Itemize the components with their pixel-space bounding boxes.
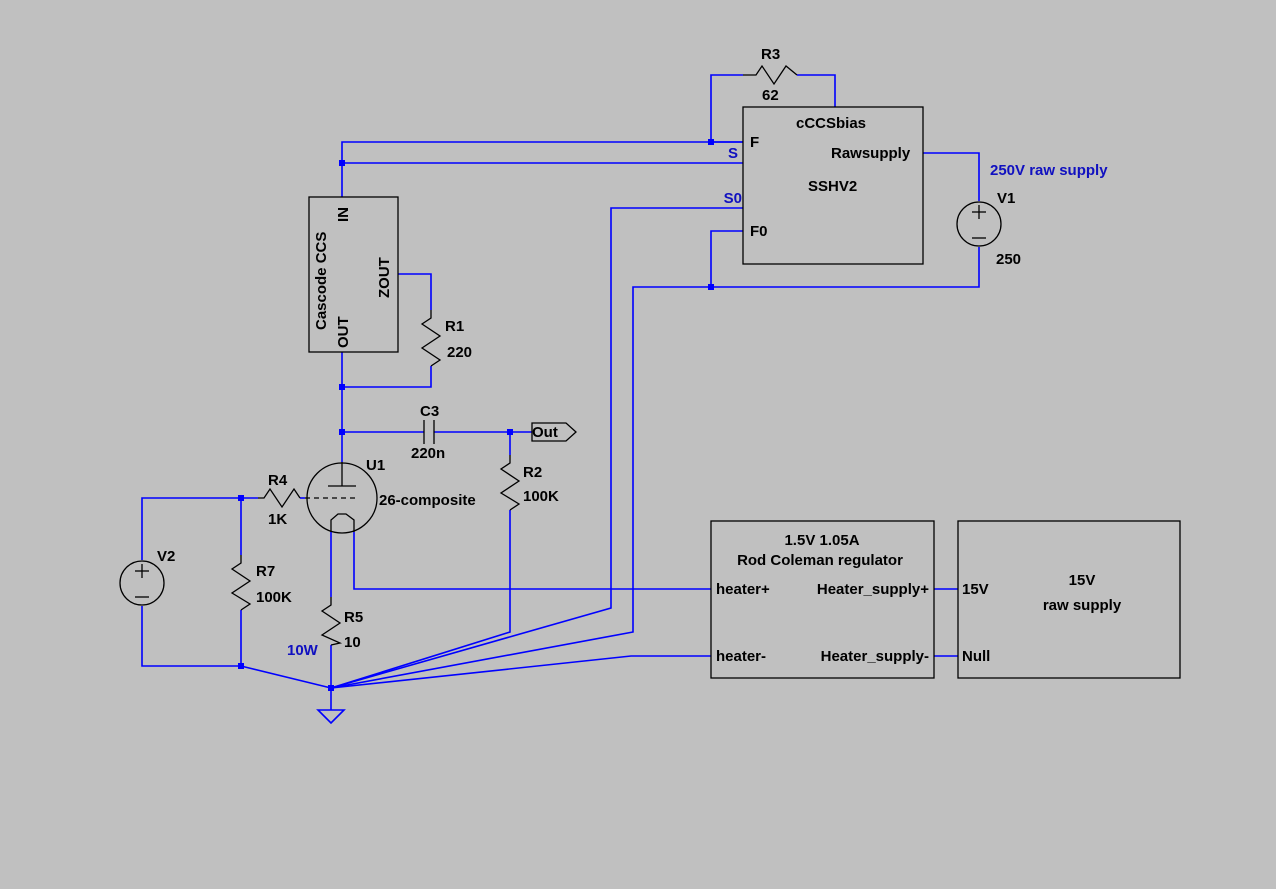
ccs-bias-block[interactable]: cCCSbias SSHV2 F Rawsupply F0 <box>742 106 924 265</box>
r3-name: R3 <box>761 46 780 63</box>
v1-value: 250 <box>996 251 1021 268</box>
raw-supply-line2: raw supply <box>1043 597 1122 614</box>
v1-name: V1 <box>997 190 1015 207</box>
ccs-pin-zout: ZOUT <box>376 257 393 298</box>
heater-regulator-block[interactable]: 1.5V 1.05A Rod Coleman regulator heater+… <box>710 520 935 679</box>
r5-power-annotation: 10W <box>287 642 319 659</box>
output-port-out[interactable]: Out <box>531 422 577 442</box>
raw-supply-line1: 15V <box>1069 572 1096 589</box>
regulator-pin-heater-plus: heater+ <box>716 581 770 598</box>
r1-value: 220 <box>447 344 472 361</box>
raw-supply-pin-15v: 15V <box>962 581 989 598</box>
out-port-label: Out <box>532 424 558 441</box>
ccs-pin-in: IN <box>335 207 352 222</box>
bias-pin-rawsupply: Rawsupply <box>831 145 911 162</box>
net-label-s0: S0 <box>724 190 742 207</box>
regulator-line2: Rod Coleman regulator <box>737 552 903 569</box>
voltage-source-v2[interactable]: V2 <box>119 548 175 606</box>
regulator-pin-supply-plus: Heater_supply+ <box>817 581 929 598</box>
raw-supply-block[interactable]: 15V raw supply 15V Null <box>957 520 1181 679</box>
raw-supply-annotation: 250V raw supply <box>990 162 1108 179</box>
r2-name: R2 <box>523 464 542 481</box>
voltage-source-v1[interactable]: V1 250 <box>956 190 1021 268</box>
resistor-r2[interactable]: R2 100K <box>499 455 559 511</box>
u1-value: 26-composite <box>379 492 476 509</box>
regulator-pin-heater-minus: heater- <box>716 648 766 665</box>
cascode-ccs-block[interactable]: Cascode CCS IN ZOUT OUT <box>308 196 399 353</box>
r4-value: 1K <box>268 511 287 528</box>
bias-subtitle: SSHV2 <box>808 178 857 195</box>
r7-value: 100K <box>256 589 292 606</box>
u1-name: U1 <box>366 457 385 474</box>
r5-name: R5 <box>344 609 363 626</box>
c3-value: 220n <box>411 445 445 462</box>
v2-name: V2 <box>157 548 175 565</box>
raw-supply-pin-null: Null <box>962 648 990 665</box>
vacuum-tube-u1[interactable]: U1 26-composite <box>305 457 476 534</box>
regulator-line1: 1.5V 1.05A <box>784 532 859 549</box>
resistor-r7[interactable]: R7 100K <box>230 555 292 611</box>
resistor-r5[interactable]: R5 10 <box>320 597 363 651</box>
r3-value: 62 <box>762 87 779 104</box>
ccs-pin-out: OUT <box>335 316 352 348</box>
capacitor-c3[interactable]: C3 220n <box>411 403 445 462</box>
bias-title: cCCSbias <box>796 115 866 132</box>
ground-symbol <box>316 709 346 725</box>
junctions <box>238 139 714 691</box>
regulator-pin-supply-minus: Heater_supply- <box>821 648 929 665</box>
r4-name: R4 <box>268 472 288 489</box>
r7-name: R7 <box>256 563 275 580</box>
c3-name: C3 <box>420 403 439 420</box>
resistor-r1[interactable]: R1 220 <box>420 310 472 367</box>
bias-pin-f0: F0 <box>750 223 768 240</box>
resistor-r4[interactable]: R4 1K <box>258 472 301 528</box>
resistor-r3[interactable]: R3 62 <box>743 46 798 104</box>
r2-value: 100K <box>523 488 559 505</box>
net-label-s: S <box>728 145 738 162</box>
r1-name: R1 <box>445 318 464 335</box>
r5-value: 10 <box>344 634 361 651</box>
wires <box>141 74 980 710</box>
ccs-title: Cascode CCS <box>313 232 330 330</box>
bias-pin-f: F <box>750 134 759 151</box>
